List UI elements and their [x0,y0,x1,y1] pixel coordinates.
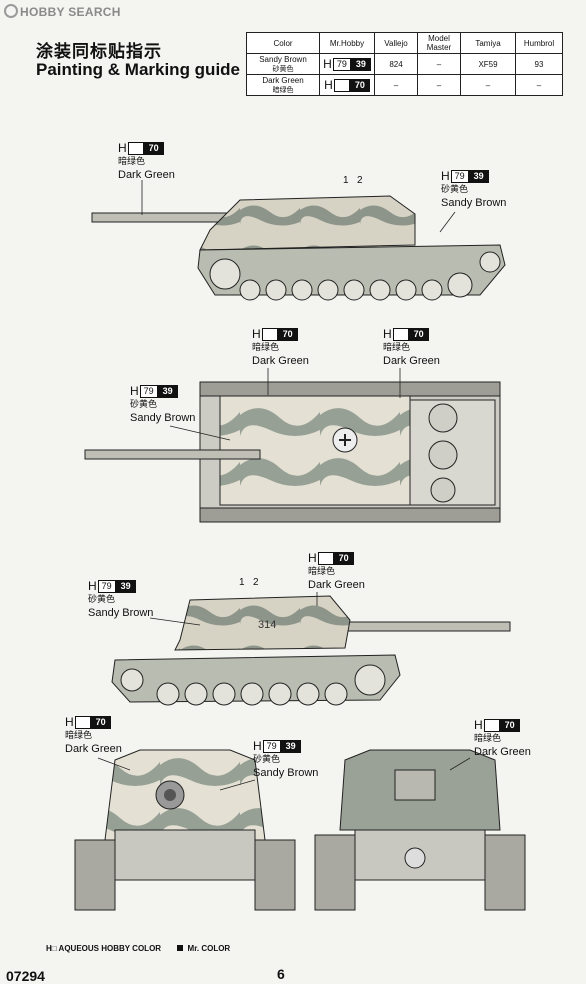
legend-aqueous: H□ AQUEOUS HOBBY COLOR [46,944,162,953]
mrcolor-code: 39 [468,170,489,183]
vallejo-cell: – [374,74,418,96]
color-name-cn: 砂黄色 [272,64,294,73]
aqueous-code: 79 [450,170,469,183]
color-name-cn: 砂黄色 [441,185,469,195]
site-logo: HOBBY SEARCH [4,4,121,19]
color-name-cn: 暗绿色 [272,85,294,94]
callout-dark-green: H 70 暗绿色 Dark Green [383,328,440,368]
h-letter: H [88,579,97,593]
color-name-cn: 砂黄色 [130,400,158,410]
color-name-cn: 砂黄色 [253,755,281,765]
color-name-cn: 暗绿色 [474,734,502,744]
aqueous-code-empty [127,142,144,155]
color-name-en: Dark Green [262,75,304,85]
rear-view [314,749,526,911]
h-letter: H [324,77,333,92]
mrhobby-cell: H 70 [319,74,375,96]
mrcolor-code: 70 [277,328,298,341]
h-letter: H [474,718,483,732]
product-code: 07294 [6,968,45,984]
mrcolor-code: 39 [157,385,178,398]
color-name-en: Sandy Brown [253,767,319,779]
color-name-en: Dark Green [65,743,122,755]
aqueous-code-empty [392,328,409,341]
callout-dark-green: H 70 暗绿色 Dark Green [118,142,175,182]
aqueous-code-empty [74,716,91,729]
marking-number-1: 1 [343,175,349,186]
mrcolor-code: 70 [349,78,370,92]
mrcolor-code: 70 [143,142,164,155]
color-name-en: Dark Green [118,169,175,181]
color-name-en: Dark Green [474,746,531,758]
marking-number-2: 2 [357,175,363,186]
aqueous-code: 79 [97,580,116,593]
aqueous-code: 79 [262,740,281,753]
humbrol-cell: – [515,74,563,96]
h-letter: H [383,327,392,341]
color-name-en: Sandy Brown [130,412,196,424]
color-name-en: Dark Green [383,355,440,367]
color-name-cn: 暗绿色 [65,731,93,741]
hull-number: 314 [258,619,276,631]
callout-dark-green: H 70 暗绿色 Dark Green [308,552,365,592]
page-title-cn: 涂装同标贴指示 [36,42,162,62]
color-name-cn: 暗绿色 [252,343,280,353]
page-number: 6 [277,966,285,982]
mrcolor-code: 70 [408,328,429,341]
color-name-cn: 暗绿色 [308,567,336,577]
h-letter: H [308,551,317,565]
h-letter: H [130,384,139,398]
aqueous-code-empty [317,552,334,565]
mrcolor-code: 70 [90,716,111,729]
color-name-cn: 砂黄色 [88,595,116,605]
top-view [84,381,501,523]
aqueous-code: 79 [139,385,158,398]
logo-icon [4,4,18,18]
h-letter: H [441,169,450,183]
legend-mr-color: Mr. COLOR [187,944,231,953]
h-letter: H [118,141,127,155]
front-view [74,749,296,911]
callout-dark-green: H 70 暗绿色 Dark Green [65,716,122,756]
marking-number-2: 2 [253,577,259,588]
color-name-en: Dark Green [252,355,309,367]
mrcolor-code: 39 [350,57,371,71]
h-letter: H [253,739,262,753]
color-name-en: Dark Green [308,579,365,591]
color-legend: H□ AQUEOUS HOBBY COLOR Mr. COLOR [46,944,230,953]
color-reference-table: Color Mr.Hobby Vallejo Model Master Tami… [246,32,563,96]
mrcolor-code: 70 [499,719,520,732]
color-name-cn: 暗绿色 [118,157,146,167]
mrcolor-code: 70 [333,552,354,565]
black-square-icon [177,945,184,951]
color-name-en: Sandy Brown [441,197,507,209]
side-view-left [91,195,506,301]
aqueous-code-empty [483,719,500,732]
h-letter: H [65,715,74,729]
h-letter: H [323,56,332,71]
color-name-cn: 暗绿色 [383,343,411,353]
mrcolor-code: 39 [280,740,301,753]
marking-number-1: 1 [239,577,245,588]
color-name-en: Sandy Brown [88,607,154,619]
logo-text: HOBBY SEARCH [20,5,121,19]
side-view-right: 314 [111,595,511,706]
aqueous-code-empty [333,78,350,92]
color-name-en: Sandy Brown [259,54,307,64]
mrcolor-code: 39 [115,580,136,593]
callout-dark-green: H 70 暗绿色 Dark Green [474,719,531,759]
callout-dark-green: H 70 暗绿色 Dark Green [252,328,309,368]
h-letter: H [252,327,261,341]
page-title-en: Painting & Marking guide [36,60,241,79]
aqueous-code-empty [261,328,278,341]
aqueous-code: 79 [332,57,351,71]
